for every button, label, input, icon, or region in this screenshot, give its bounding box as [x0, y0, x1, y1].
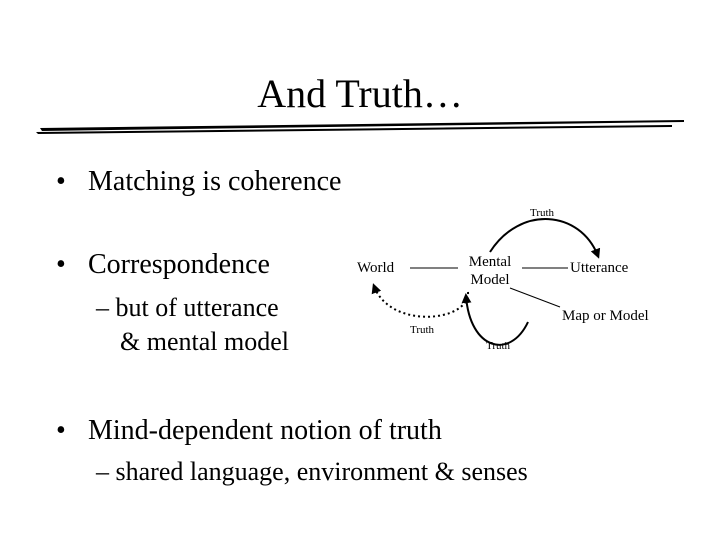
truth-label-top: Truth [530, 207, 555, 219]
bullet-text: Correspondence [88, 249, 270, 280]
world-label: World [357, 260, 395, 276]
sub-bullet-mental-model: & mental model [120, 327, 289, 356]
mental-model-line2: Model [470, 272, 510, 288]
truth-label-bottom: Truth [486, 340, 511, 352]
bullet-marker: • [56, 415, 66, 446]
bullet-mind-dependent: • Mind-dependent notion of truth [56, 414, 442, 448]
mental-model-line1: Mental [468, 254, 512, 270]
bullet-marker: • [56, 249, 66, 280]
sub-bullet-utterance: – but of utterance [96, 293, 279, 322]
bullet-text: Mind-dependent notion of truth [88, 415, 442, 446]
bullet-marker: • [56, 166, 66, 197]
bullet-matching: • Matching is coherence [56, 165, 341, 199]
sub-bullet-shared-language: – shared language, environment & senses [96, 457, 528, 486]
map-or-model-label: Map or Model [562, 308, 649, 324]
truth-label-left: Truth [410, 324, 435, 336]
utterance-label: Utterance [570, 260, 629, 276]
slide-title: And Truth… [257, 71, 463, 116]
bullet-correspondence: • Correspondence [56, 248, 270, 282]
mental-model-label: Mental Model [458, 253, 522, 289]
bullet-text: Matching is coherence [88, 166, 342, 197]
